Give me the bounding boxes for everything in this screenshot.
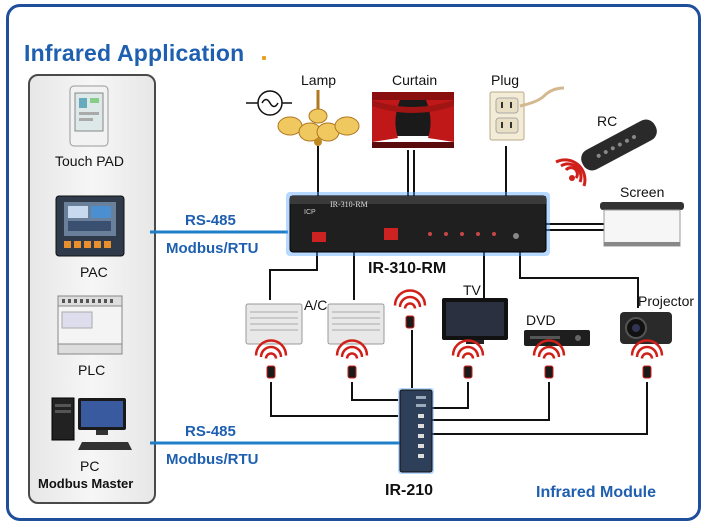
modbus-master-label: Modbus Master xyxy=(38,476,134,491)
projector-wire xyxy=(519,250,639,308)
device-label-projector: Projector xyxy=(638,293,695,309)
device-label-plug: Plug xyxy=(491,72,520,88)
rs485-label-bottom: RS-485 xyxy=(185,423,236,440)
page-title: Infrared Application xyxy=(24,40,245,66)
device-label-tv: TV xyxy=(463,282,481,298)
device-label-touch-pad: Touch PAD xyxy=(55,153,124,169)
projector-icon xyxy=(620,312,672,344)
air-conditioner-icon-1 xyxy=(245,303,303,345)
ir-emitter-icon xyxy=(532,339,566,379)
device-label-ac: A/C xyxy=(304,297,328,313)
ir-wire-2 xyxy=(351,382,398,401)
tv-icon xyxy=(442,298,508,344)
infrared-module-caption: Infrared Module xyxy=(536,484,657,501)
ac-power-symbol-icon xyxy=(246,90,292,116)
svg-text:ICP: ICP xyxy=(304,209,316,216)
device-label-plc: PLC xyxy=(78,362,106,378)
device-label-screen: Screen xyxy=(620,184,665,200)
ir-emitter-icon xyxy=(393,289,427,329)
device-label-dvd: DVD xyxy=(526,312,556,328)
rs485-label-top: RS-485 xyxy=(185,212,236,229)
ir-wire-5 xyxy=(430,382,550,421)
ir-emitter-icon xyxy=(335,339,369,379)
controller-panel-text: IR-310-RM xyxy=(330,200,368,209)
device-label-rc: RC xyxy=(597,113,618,129)
ac1-wire xyxy=(269,250,318,300)
air-conditioner-icon-2 xyxy=(327,303,385,345)
rc-ir-signal-icon xyxy=(555,158,587,187)
ir-emitter-icon xyxy=(254,339,288,379)
lamp-icon xyxy=(277,90,360,146)
curtain-icon xyxy=(372,92,454,148)
modbus-rtu-label-bottom: Modbus/RTU xyxy=(166,451,259,468)
title-decoration xyxy=(262,56,266,60)
ir-emitter-icon xyxy=(630,339,664,379)
device-label-curtain: Curtain xyxy=(392,72,438,88)
device-label-pac: PAC xyxy=(80,264,108,280)
ir-wire-1 xyxy=(270,382,398,417)
pac-icon xyxy=(55,195,125,257)
modbus-rtu-label-top: Modbus/RTU xyxy=(166,240,259,257)
controller-label: IR-310-RM xyxy=(368,260,447,277)
pc-icon xyxy=(51,397,132,450)
ir-310-rm-device: ICP xyxy=(286,192,550,256)
plug-icon xyxy=(489,86,565,141)
device-label-lamp: Lamp xyxy=(301,72,337,88)
device-label-pc: PC xyxy=(80,458,100,474)
ir-emitter-icons xyxy=(254,289,664,379)
remote-control-icon xyxy=(581,119,657,171)
plc-icon xyxy=(57,295,123,355)
ir-210-module xyxy=(398,388,434,474)
projection-screen-icon xyxy=(600,202,684,247)
ir-emitter-icon xyxy=(451,339,485,379)
module-label: IR-210 xyxy=(385,482,434,499)
touch-pad-icon xyxy=(69,85,109,147)
ir-wire-6 xyxy=(430,382,648,435)
ir-wire-4 xyxy=(430,382,469,409)
